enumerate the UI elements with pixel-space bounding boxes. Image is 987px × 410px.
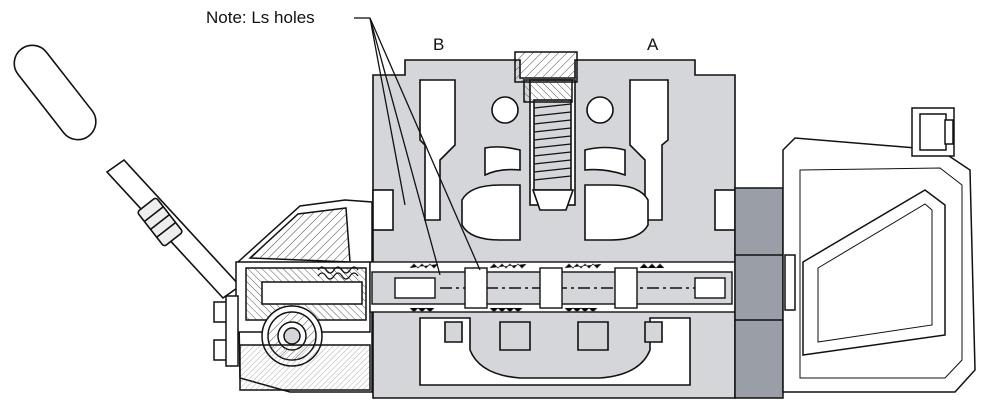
note-leader-lines	[354, 17, 481, 276]
solenoid-actuator	[734, 107, 976, 399]
lever-knob	[13, 44, 97, 141]
spool-icon	[369, 261, 736, 313]
hand-lever	[13, 44, 242, 300]
port-b-label: B	[433, 35, 445, 54]
ls-holes-note: Note: Ls holes	[206, 8, 315, 27]
spring-icon	[317, 266, 359, 280]
spring-icon	[533, 103, 572, 181]
port-a-label: A	[647, 35, 659, 54]
adjusting-screw	[514, 51, 578, 103]
lever-housing	[213, 199, 373, 393]
